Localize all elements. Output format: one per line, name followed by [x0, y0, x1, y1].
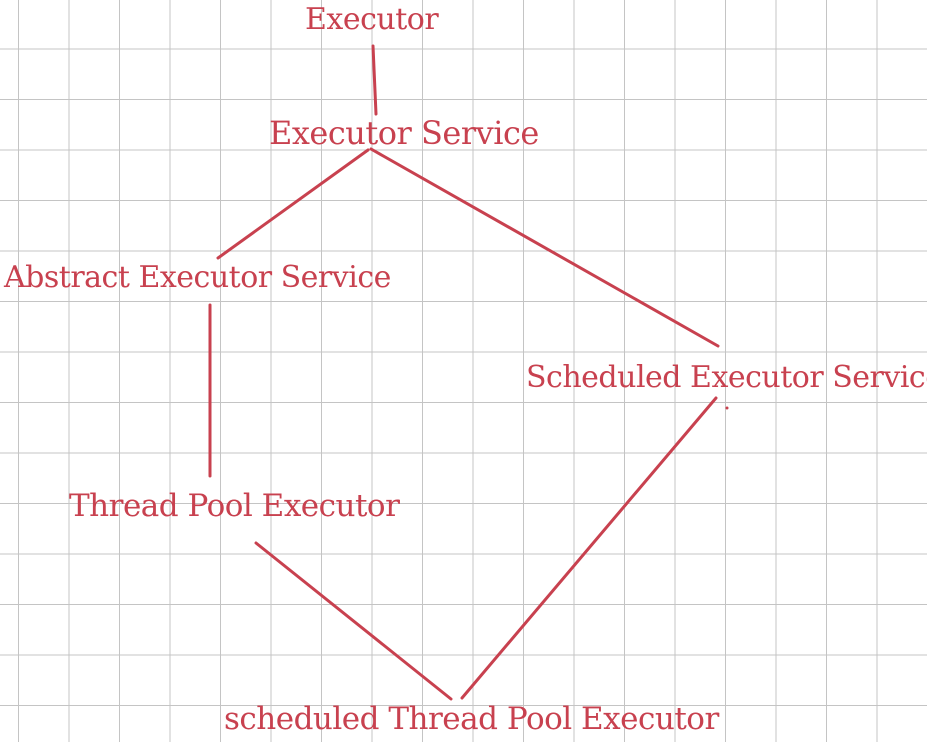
- node-scheduled-thread-pool-executor: scheduled Thread Pool Executor: [224, 701, 719, 737]
- node-executor: Executor: [305, 2, 439, 37]
- node-scheduled-executor-service: Scheduled Executor Service: [526, 360, 927, 395]
- edge-thread-pool-executor-to-scheduled-thread-pool-executor: [254, 541, 453, 701]
- node-executor-service: Executor Service: [269, 114, 539, 152]
- edge-executor-to-executor-service: [371, 44, 378, 116]
- stray-dot: [725, 406, 729, 410]
- edge-executor-service-to-scheduled-executor-service: [369, 147, 720, 348]
- node-abstract-executor-service: Abstract Executor Service: [4, 260, 391, 295]
- edge-executor-service-to-abstract-executor-service: [216, 148, 370, 260]
- node-thread-pool-executor: Thread Pool Executor: [69, 488, 400, 524]
- edge-scheduled-executor-service-to-scheduled-thread-pool-executor: [460, 396, 718, 700]
